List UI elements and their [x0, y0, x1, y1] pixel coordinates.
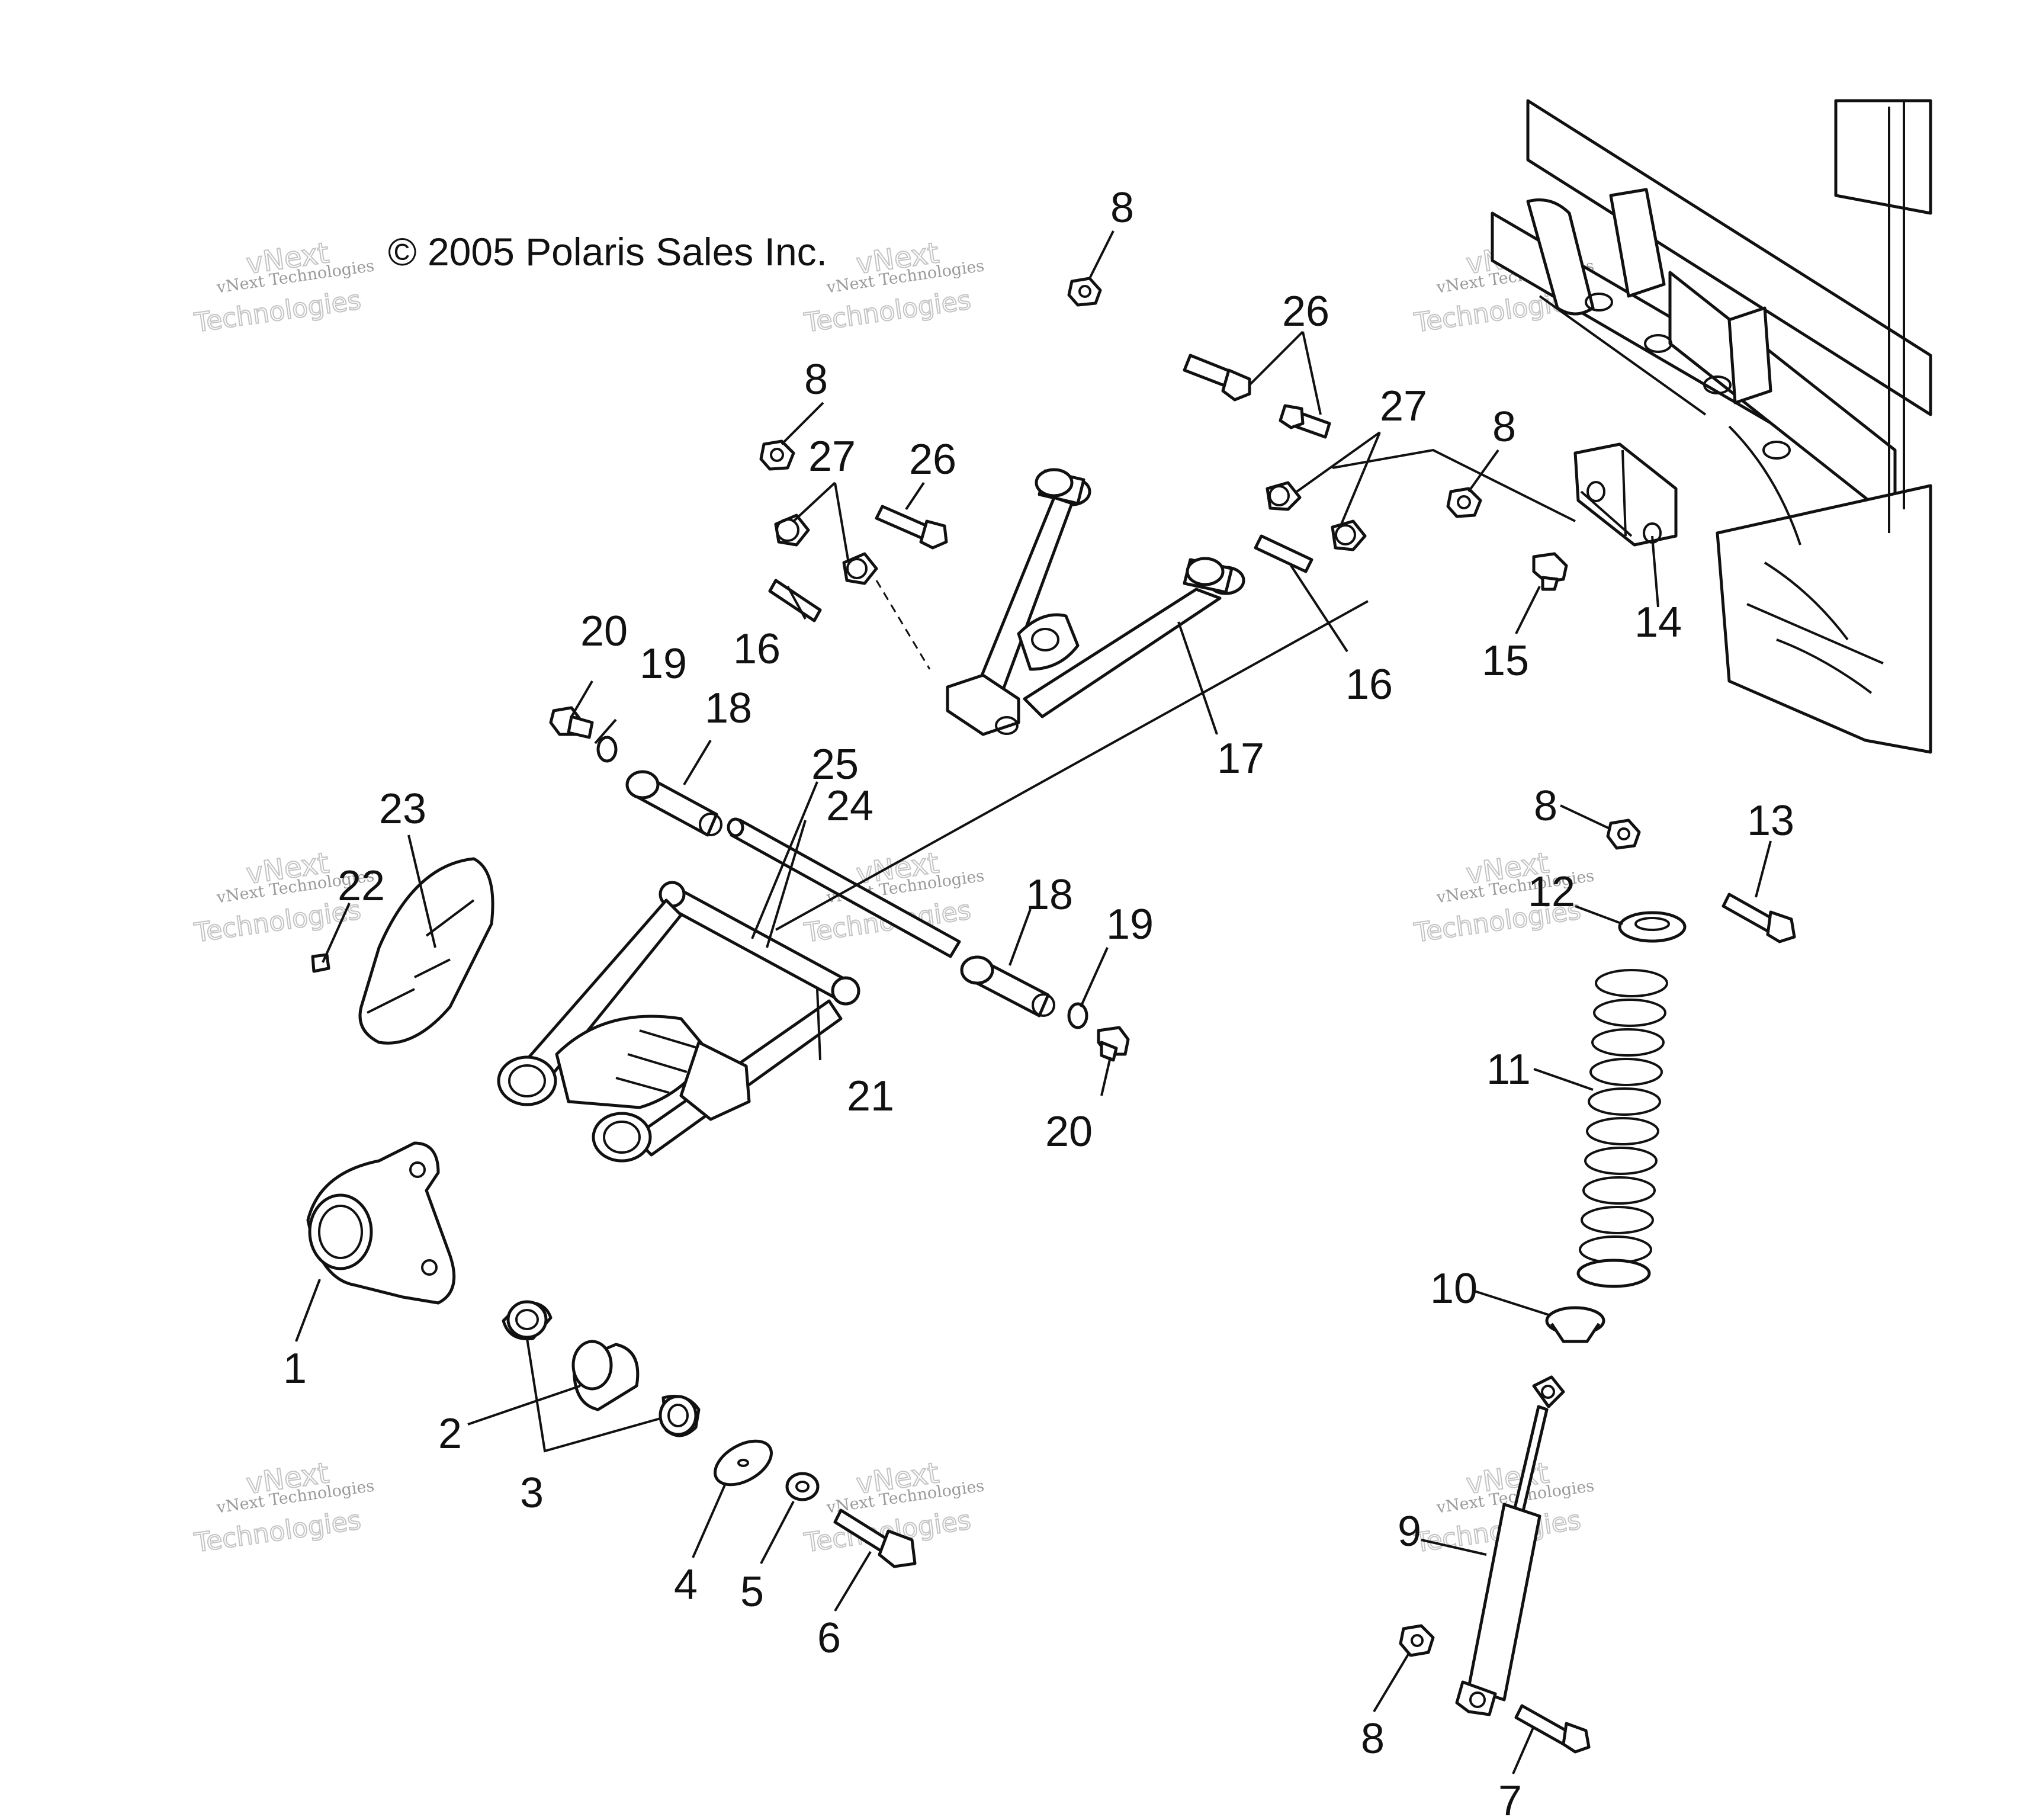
callout-20-upper: 20 [580, 608, 628, 655]
lower-a-arm [497, 881, 860, 1163]
bolt-7 [1514, 1704, 1591, 1754]
leader-lines [295, 230, 1772, 1774]
callout-17: 17 [1217, 735, 1264, 782]
bushing-27-left-a [774, 513, 810, 547]
callout-7: 7 [1498, 1777, 1522, 1820]
callout-8-shock: 8 [1534, 782, 1557, 830]
callout-26-right: 26 [1282, 288, 1329, 335]
callout-14: 14 [1634, 599, 1682, 646]
large-washer [714, 1439, 773, 1487]
callout-18-upper: 18 [705, 685, 752, 732]
nut-8-top [1067, 277, 1102, 307]
callout-11: 11 [1486, 1046, 1531, 1093]
bushing-set [502, 1300, 701, 1437]
pivot-bolt-upper [625, 770, 722, 837]
copyright-text: © 2005 Polaris Sales Inc. [388, 230, 827, 274]
callout-4: 4 [674, 1561, 698, 1609]
callout-5: 5 [740, 1568, 764, 1616]
shock-absorber [1455, 1375, 1565, 1716]
callout-19-lower: 19 [1106, 901, 1154, 948]
upper-a-arm [946, 468, 1245, 736]
hub-bolt [833, 1508, 917, 1568]
callout-8-left: 8 [804, 356, 828, 403]
callout-8-right: 8 [1492, 403, 1516, 451]
callout-6: 6 [817, 1614, 841, 1662]
callout-27-left: 27 [808, 433, 856, 480]
callout-18-lower: 18 [1026, 871, 1073, 919]
small-washer [785, 1472, 820, 1501]
callout-13: 13 [1747, 797, 1794, 845]
retainer-12 [1618, 911, 1687, 943]
callout-15: 15 [1482, 637, 1529, 685]
callout-20-lower: 20 [1045, 1108, 1093, 1155]
knuckle-hub [306, 1141, 456, 1305]
bolt-20-lower [1097, 1026, 1130, 1062]
coil-spring [1576, 969, 1668, 1288]
spring-seat [1545, 1306, 1605, 1343]
bolt-15 [1532, 552, 1568, 591]
bushing-27-right-a [1266, 481, 1302, 511]
callout-23: 23 [379, 785, 426, 833]
bolt-26-left [875, 505, 948, 550]
nut-8-bottom [1399, 1624, 1435, 1657]
callout-16-left: 16 [733, 625, 781, 673]
alignment-lines [775, 448, 1576, 931]
bolt-20-upper [549, 706, 594, 739]
callout-27-right: 27 [1380, 383, 1427, 430]
callout-labels: 1 2 3 4 5 6 7 8 9 10 11 12 8 13 14 15 16… [283, 184, 1794, 1820]
callout-16-right: 16 [1345, 661, 1393, 708]
vehicle-frame [1491, 99, 1932, 754]
callout-19-upper: 19 [640, 640, 687, 688]
bolt-26-right-b [1279, 404, 1331, 439]
sleeve-16-right [1254, 534, 1313, 573]
nut-8-left [759, 439, 795, 471]
callout-24: 24 [826, 782, 873, 830]
nut-8-right [1446, 487, 1482, 518]
callout-8-bottom: 8 [1361, 1715, 1385, 1763]
callout-25: 25 [811, 741, 859, 788]
callout-9: 9 [1398, 1508, 1421, 1555]
callout-21: 21 [847, 1073, 894, 1120]
callout-22: 22 [338, 862, 385, 910]
bolt-13 [1722, 893, 1796, 943]
callout-2: 2 [438, 1410, 462, 1458]
bushing-27-left-b [842, 552, 878, 585]
callout-10: 10 [1430, 1265, 1478, 1312]
washer-19-upper [596, 736, 618, 763]
callout-26-left: 26 [909, 436, 956, 483]
arm-guard [358, 857, 494, 1045]
callout-12: 12 [1528, 868, 1575, 916]
bushing-27-right-b [1331, 519, 1367, 551]
callout-1: 1 [283, 1345, 307, 1392]
washer-19-lower [1067, 1002, 1088, 1029]
bolt-26-right-a [1183, 354, 1251, 402]
callout-3: 3 [520, 1469, 544, 1517]
nut-8-shock-top [1606, 818, 1641, 850]
shock-bracket [1573, 442, 1678, 547]
callout-8-top: 8 [1110, 184, 1134, 232]
pivot-bolt-lower [960, 955, 1055, 1017]
